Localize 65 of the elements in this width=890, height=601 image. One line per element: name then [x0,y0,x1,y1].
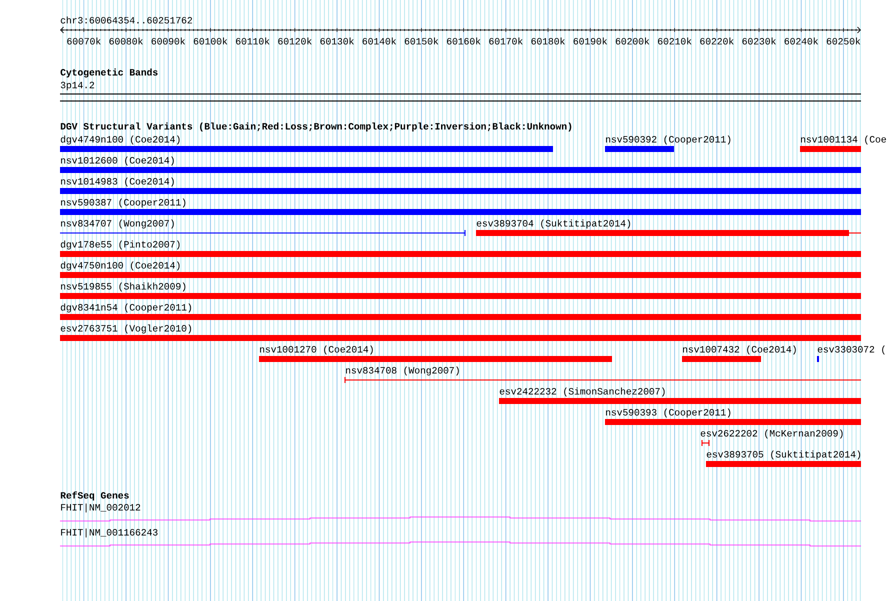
node-label: dgv4749n100 (Coe2014) [60,136,180,144]
node-label: nsv1012600 (Coe2014) [61,156,174,166]
tick-label: 60210k [658,37,692,45]
variant-feature: esv2622202 (McKernan2009) [700,430,843,446]
variant-feature: esv3893705 (Suktitipat2014) [706,450,861,467]
node-label: nsv590393 (Cooper2011) [606,408,730,418]
tick-label: 60190k [574,37,608,45]
tick-label: 60200k [616,37,650,45]
tick-label: 60160k [447,37,480,45]
track-title: RefSeq Genes [60,491,129,501]
node-label: esv2763751 (Vogler2010) [60,324,192,334]
node-label: nsv590387 (Cooper2011) [61,198,186,208]
tick-label: 60130k [320,37,354,45]
track-title: DGV Structural Variants (Blue:Gain;Red:Loss;Brown:Complex;Purple:Inversion;Black:Unknown) [60,122,572,132]
node-label: dgv178e55 (Pinto2007) [60,240,180,250]
node-label: nsv1001270 (Coe2014) [260,346,373,354]
tick-label: 60240k [784,37,818,45]
variant-feature: nsv1014983 (Coe2014) [60,178,861,194]
node-label: dgv4750n100 (Coe2014) [60,262,180,270]
variant-feature: nsv1007432 (Coe2014) [682,346,796,362]
location-label: chr3:60064354..60251762 [60,16,192,24]
node-label: nsv590392 (Cooper2011) [606,136,730,144]
tick-label: 60230k [742,37,776,45]
variant-feature: esv3303072 ( [817,346,885,362]
tick-label: 60250k [826,37,860,45]
node-label: esv2422232 (SimonSanchez2007) [500,388,665,396]
tick-label: 60180k [531,37,565,45]
node-label: esv3893704 (Suktitipat2014) [476,220,630,228]
variant-feature: nsv1012600 (Coe2014) [60,156,861,173]
node-label: nsv1007432 (Coe2014) [683,346,796,354]
tick-label: 60170k [489,37,523,45]
tick-label: 60140k [362,37,396,45]
variant-feature: esv2422232 (SimonSanchez2007) [499,388,861,404]
variant-feature: nsv834708 (Wong2007) [344,366,862,384]
node-label: nsv1001134 (Coe [801,136,886,144]
variant-feature: nsv1001134 (Coe [800,136,886,152]
tick-label: 60220k [700,37,734,45]
variant-feature: nsv590392 (Cooper2011) [605,136,730,152]
node-label: nsv1014983 (Coe2014) [61,178,174,186]
variant-feature: esv2763751 (Vogler2010) [60,324,861,341]
variant-feature: nsv590393 (Cooper2011) [605,408,861,425]
tick-label: 60090k [152,37,186,45]
tick-label: 60120k [278,37,312,45]
tick-label: 60100k [194,37,228,45]
variant-feature: nsv519855 (Shaikh2009) [60,282,861,299]
gene-model: FHIT|NM_001166243 [60,528,862,546]
tick-label: 60150k [404,37,438,45]
variant-feature: nsv834707 (Wong2007) [60,220,466,236]
variant-feature: dgv4750n100 (Coe2014) [60,262,861,278]
gene-model: FHIT|NM_002012 [60,504,862,522]
node-label: dgv8341n54 (Cooper2011) [60,304,192,312]
node-label: nsv519855 (Shaikh2009) [61,282,186,292]
node-label: esv3303072 ( [818,346,885,354]
variant-feature: nsv590387 (Cooper2011) [60,198,861,215]
variant-feature: dgv178e55 (Pinto2007) [60,240,861,257]
tick-label: 60110k [236,37,270,45]
variant-feature: nsv1001270 (Coe2014) [259,346,612,362]
variant-feature: esv3893704 (Suktitipat2014) [476,220,862,236]
node-label: esv3893705 (Suktitipat2014) [706,450,860,460]
track-label: 3p14.2 [60,82,94,90]
track-title: Cytogenetic Bands [60,68,158,78]
variant-feature: dgv8341n54 (Cooper2011) [60,304,861,320]
tick-label: 60070k [67,37,101,45]
variant-feature: dgv4749n100 (Coe2014) [60,136,553,152]
tick-label: 60080k [109,37,143,45]
